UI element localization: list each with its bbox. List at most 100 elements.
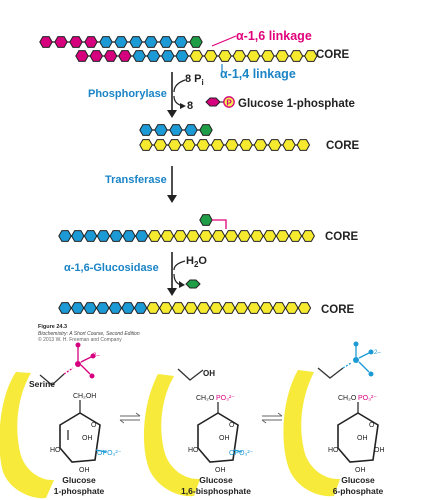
- row1-branch-glucose-hexagon: [189, 36, 203, 48]
- svg-text:6-phosphate: 6-phosphate: [333, 486, 384, 496]
- svg-text:OH: OH: [219, 435, 230, 442]
- released-glucose-hexagon: [205, 97, 221, 107]
- svg-text:CH₂O: CH₂O: [338, 395, 357, 402]
- svg-text:O: O: [229, 422, 235, 429]
- row4-main-glucose-hexagon: [259, 302, 274, 314]
- row1-main-glucose-hexagon: [118, 50, 132, 62]
- svg-text:OPO₃²⁻: OPO₃²⁻: [97, 450, 122, 457]
- row2-main-glucose-hexagon: [182, 139, 196, 151]
- released-glucose-green-hexagon: [185, 279, 201, 289]
- row2-main-glucose-hexagon: [167, 139, 182, 151]
- alpha16-branch-link: [212, 219, 227, 229]
- row3-main-glucose-hexagon: [211, 230, 226, 242]
- svg-text:CH₂OH: CH₂OH: [73, 393, 96, 400]
- row1-branch-glucose-hexagon: [174, 36, 188, 48]
- row1-main-glucose-hexagon: [89, 50, 104, 62]
- row2-branch-glucose-hexagon: [139, 124, 153, 136]
- row2-branch-glucose-hexagon: [199, 124, 213, 136]
- row3-main-glucose-hexagon: [186, 230, 200, 242]
- row1-branch-glucose-hexagon: [159, 36, 173, 48]
- alpha14-label: α-1,4 linkage: [220, 67, 296, 81]
- alpha16-label: α-1,6 linkage: [236, 29, 312, 43]
- svg-text:O: O: [91, 422, 97, 429]
- row1-main-glucose-hexagon: [289, 50, 304, 62]
- row4-main-glucose-hexagon: [234, 302, 249, 314]
- row3-main-glucose-hexagon: [224, 230, 239, 242]
- row1-main-glucose-hexagon: [75, 50, 89, 62]
- row4-main-glucose-hexagon: [96, 302, 110, 314]
- row3-main-glucose-hexagon: [250, 230, 264, 242]
- row2-main-glucose-hexagon: [267, 139, 282, 151]
- figure-caption-number: Figure 24.3: [38, 324, 67, 330]
- core-label-4: CORE: [321, 304, 355, 316]
- row4-main-glucose-hexagon: [297, 302, 312, 314]
- row4-main-glucose-hexagon: [121, 302, 135, 314]
- row2-branch-glucose-hexagon: [184, 124, 198, 136]
- phosphorylase-label: Phosphorylase: [88, 88, 167, 100]
- row4-main-glucose-hexagon: [285, 302, 299, 314]
- svg-text:Glucose: Glucose: [341, 475, 375, 485]
- row1-main-glucose-hexagon: [146, 50, 161, 62]
- row3-main-glucose-hexagon: [109, 230, 123, 242]
- row1-branch-glucose-hexagon: [144, 36, 158, 48]
- svg-text:HO: HO: [328, 447, 339, 454]
- svg-text:OH: OH: [215, 467, 226, 474]
- svg-text:2–: 2–: [374, 350, 381, 356]
- glycogen-chains: [39, 36, 318, 314]
- serine-label: Serine: [29, 379, 55, 389]
- equilibrium-arrows-1: [119, 412, 141, 424]
- svg-text:2–: 2–: [93, 353, 100, 359]
- row4-main-glucose-hexagon: [209, 302, 223, 314]
- row2-branch-glucose-hexagon: [169, 124, 183, 136]
- figure-caption-copyright: © 2013 W. H. Freeman and Company: [38, 336, 122, 343]
- row3-main-glucose-hexagon: [96, 230, 111, 242]
- transferase-label: Transferase: [105, 174, 167, 186]
- svg-text:OH: OH: [374, 447, 385, 454]
- row4-main-glucose-hexagon: [184, 302, 198, 314]
- phosphate-input-label: 8 P: [185, 73, 202, 85]
- structure-glucose-1-phosphate: Serine 2– CH₂OH O OH HO OPO₃²⁻ OH Glucos…: [29, 342, 122, 496]
- row1-main-glucose-hexagon: [261, 50, 275, 62]
- row1-branch-glucose-hexagon: [84, 36, 98, 48]
- row4-main-glucose-hexagon: [146, 302, 160, 314]
- row3-main-glucose-hexagon: [160, 230, 175, 242]
- alpha16-pointer: [211, 35, 237, 47]
- row4-main-glucose-hexagon: [272, 302, 286, 314]
- row1-main-glucose-hexagon: [203, 50, 218, 62]
- svg-text:OH: OH: [357, 435, 368, 442]
- phosphate-badge-letter: P: [226, 99, 232, 108]
- glucose1p-output-label: Glucose 1-phosphate: [238, 98, 355, 110]
- row4-main-glucose-hexagon: [83, 302, 97, 314]
- row3-main-glucose-hexagon: [288, 230, 303, 242]
- row1-main-glucose-hexagon: [218, 50, 232, 62]
- row3-main-glucose-hexagon: [173, 230, 187, 242]
- row2-main-glucose-hexagon: [196, 139, 210, 151]
- row2-main-glucose-hexagon: [225, 139, 239, 151]
- svg-text:Glucose: Glucose: [199, 475, 233, 485]
- svg-text:PO₃²⁻: PO₃²⁻: [358, 395, 377, 402]
- row4-main-glucose-hexagon: [159, 302, 173, 314]
- figure-caption-book: Biochemistry: A Short Course, Second Edi…: [38, 331, 140, 337]
- svg-text:1,6-bisphosphate: 1,6-bisphosphate: [181, 486, 251, 496]
- structure-glucose-6-phosphate: 2– CH₂O PO₃²⁻ O OH HO OH OH Glucose 6-ph…: [317, 341, 385, 496]
- row1-main-glucose-hexagon: [304, 50, 318, 62]
- row3-main-glucose-hexagon: [122, 230, 136, 242]
- row2-main-glucose-hexagon: [210, 139, 225, 151]
- enzyme-ribbon-3: [283, 370, 340, 497]
- row3-main-glucose-hexagon: [147, 230, 162, 242]
- row2-main-glucose-hexagon: [282, 139, 296, 151]
- row1-branch-glucose-hexagon: [39, 36, 53, 48]
- row1-main-glucose-hexagon: [232, 50, 247, 62]
- svg-text:HO: HO: [50, 447, 61, 454]
- svg-text:OPO₃²⁻: OPO₃²⁻: [229, 450, 254, 457]
- row1-branch-glucose-hexagon: [129, 36, 143, 48]
- row1-branch-glucose-hexagon: [114, 36, 128, 48]
- svg-text:PO₃²⁻: PO₃²⁻: [216, 395, 235, 402]
- row4-main-glucose-hexagon: [222, 302, 236, 314]
- svg-text:1-phosphate: 1-phosphate: [54, 486, 105, 496]
- svg-text:O: O: [369, 422, 375, 429]
- svg-text:8 Pi: 8 Pi: [185, 73, 204, 87]
- row3-branch-glucose-hexagon: [199, 214, 213, 226]
- row4-main-glucose-hexagon: [171, 302, 186, 314]
